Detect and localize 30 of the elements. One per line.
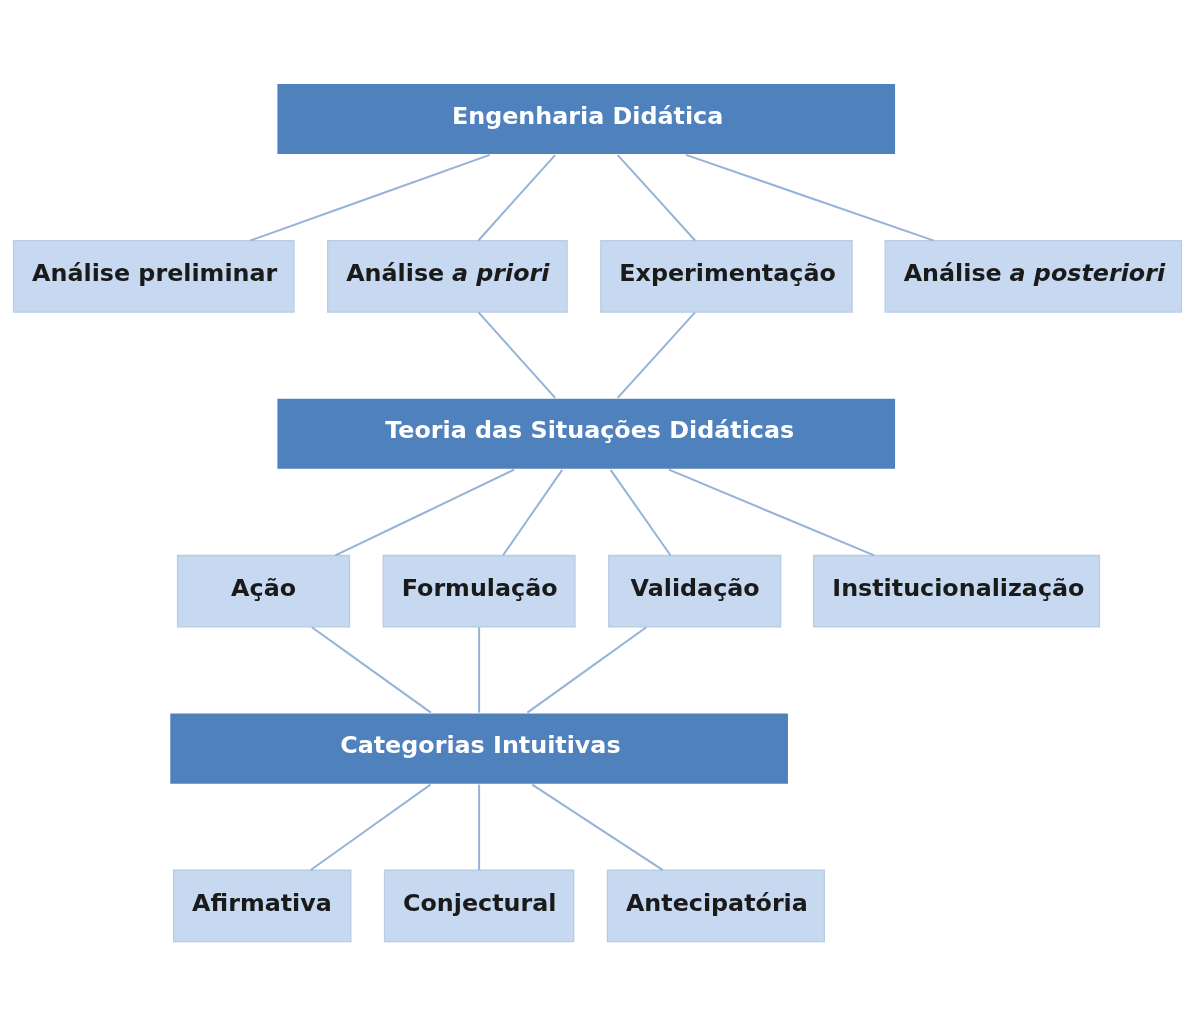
connector <box>478 783 481 871</box>
node-box: Análise a posteriori <box>884 239 1183 313</box>
connector <box>249 153 491 242</box>
node-box: Experimentação <box>600 239 853 313</box>
connector <box>616 310 696 399</box>
connector <box>310 625 432 714</box>
connector <box>309 783 432 871</box>
node-box: Antecipatória <box>606 869 825 942</box>
connector <box>478 625 481 714</box>
connector <box>477 310 557 399</box>
connector <box>502 468 564 556</box>
node-box: Categorias Intuitivas <box>168 711 790 785</box>
node-box: Análise a priori <box>327 239 568 313</box>
node-box: Análise preliminar <box>12 239 295 313</box>
node-box: Afirmativa <box>172 869 352 942</box>
connector <box>667 468 876 556</box>
node-box: Validação <box>608 554 782 628</box>
node-box: Teoria das Situações Didáticas <box>276 396 897 470</box>
connector <box>526 625 648 714</box>
node-box: Engenharia Didática <box>276 82 897 155</box>
node-box: Conjectural <box>383 869 575 942</box>
connector <box>477 153 557 241</box>
node-box: Formulação <box>382 554 576 628</box>
node-box: Ação <box>176 554 351 628</box>
connector <box>334 468 516 556</box>
connector <box>609 468 672 556</box>
connector <box>685 153 935 242</box>
connector <box>616 153 697 241</box>
connector <box>531 783 664 871</box>
node-box: Institucionalização <box>813 554 1101 628</box>
